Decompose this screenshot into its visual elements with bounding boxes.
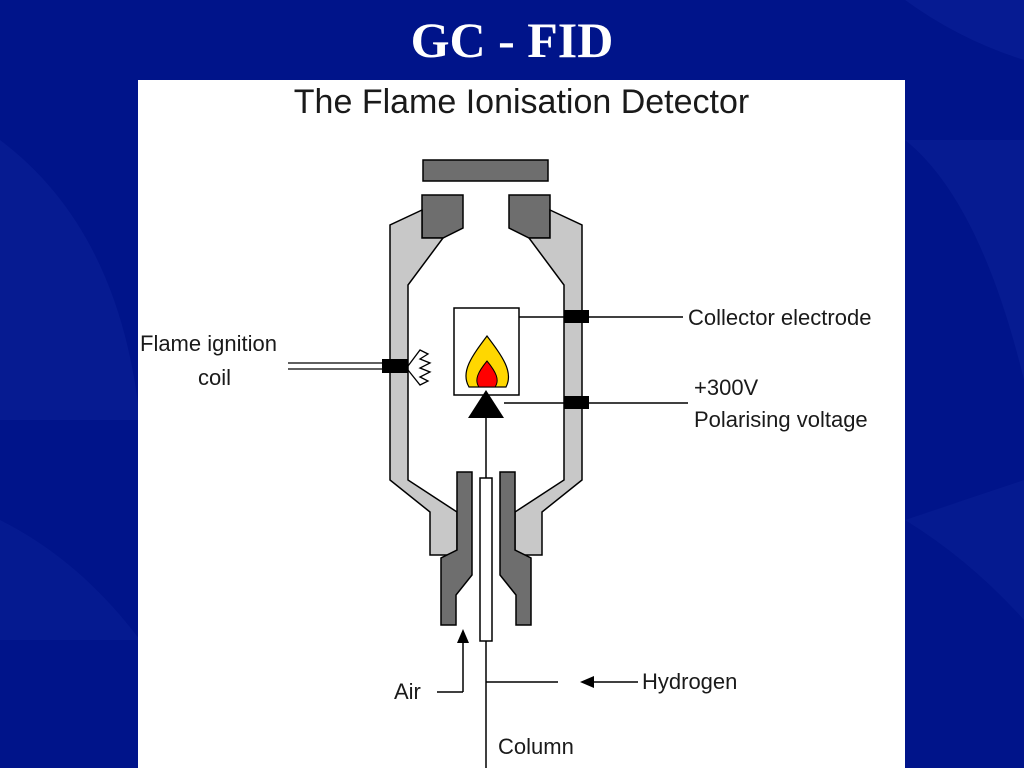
jet-housing-right — [499, 471, 532, 626]
flame-inner — [476, 360, 498, 388]
chimney-right — [508, 194, 551, 239]
voltage-insulator — [564, 396, 589, 409]
fid-diagram-drawing — [288, 159, 688, 768]
ignition-insulator — [382, 359, 408, 373]
label-voltage: +300V — [694, 375, 759, 400]
detector-top-cap — [422, 159, 549, 182]
label-hydrogen: Hydrogen — [642, 669, 738, 694]
diagram-heading: The Flame Ionisation Detector — [293, 83, 750, 121]
slide-title: GC - FID — [410, 12, 614, 68]
jet-tube — [479, 477, 493, 642]
chimney-left — [421, 194, 464, 239]
label-polarising-voltage: Polarising voltage — [694, 407, 868, 432]
label-flame-ignition: Flame ignition — [140, 331, 277, 356]
label-air: Air — [394, 679, 421, 704]
ignition-coil-shape — [407, 349, 432, 386]
body-wall-left — [389, 208, 458, 556]
label-column: Column — [498, 734, 574, 759]
label-collector-electrode: Collector electrode — [688, 305, 872, 330]
jet-housing-left — [440, 471, 473, 626]
fid-diagram-panel: The Flame Ionisation Detector Flame igni… — [138, 80, 905, 768]
jet-tip — [468, 390, 504, 418]
collector-insulator — [564, 310, 589, 323]
body-wall-right — [514, 208, 583, 556]
label-coil: coil — [198, 365, 232, 390]
